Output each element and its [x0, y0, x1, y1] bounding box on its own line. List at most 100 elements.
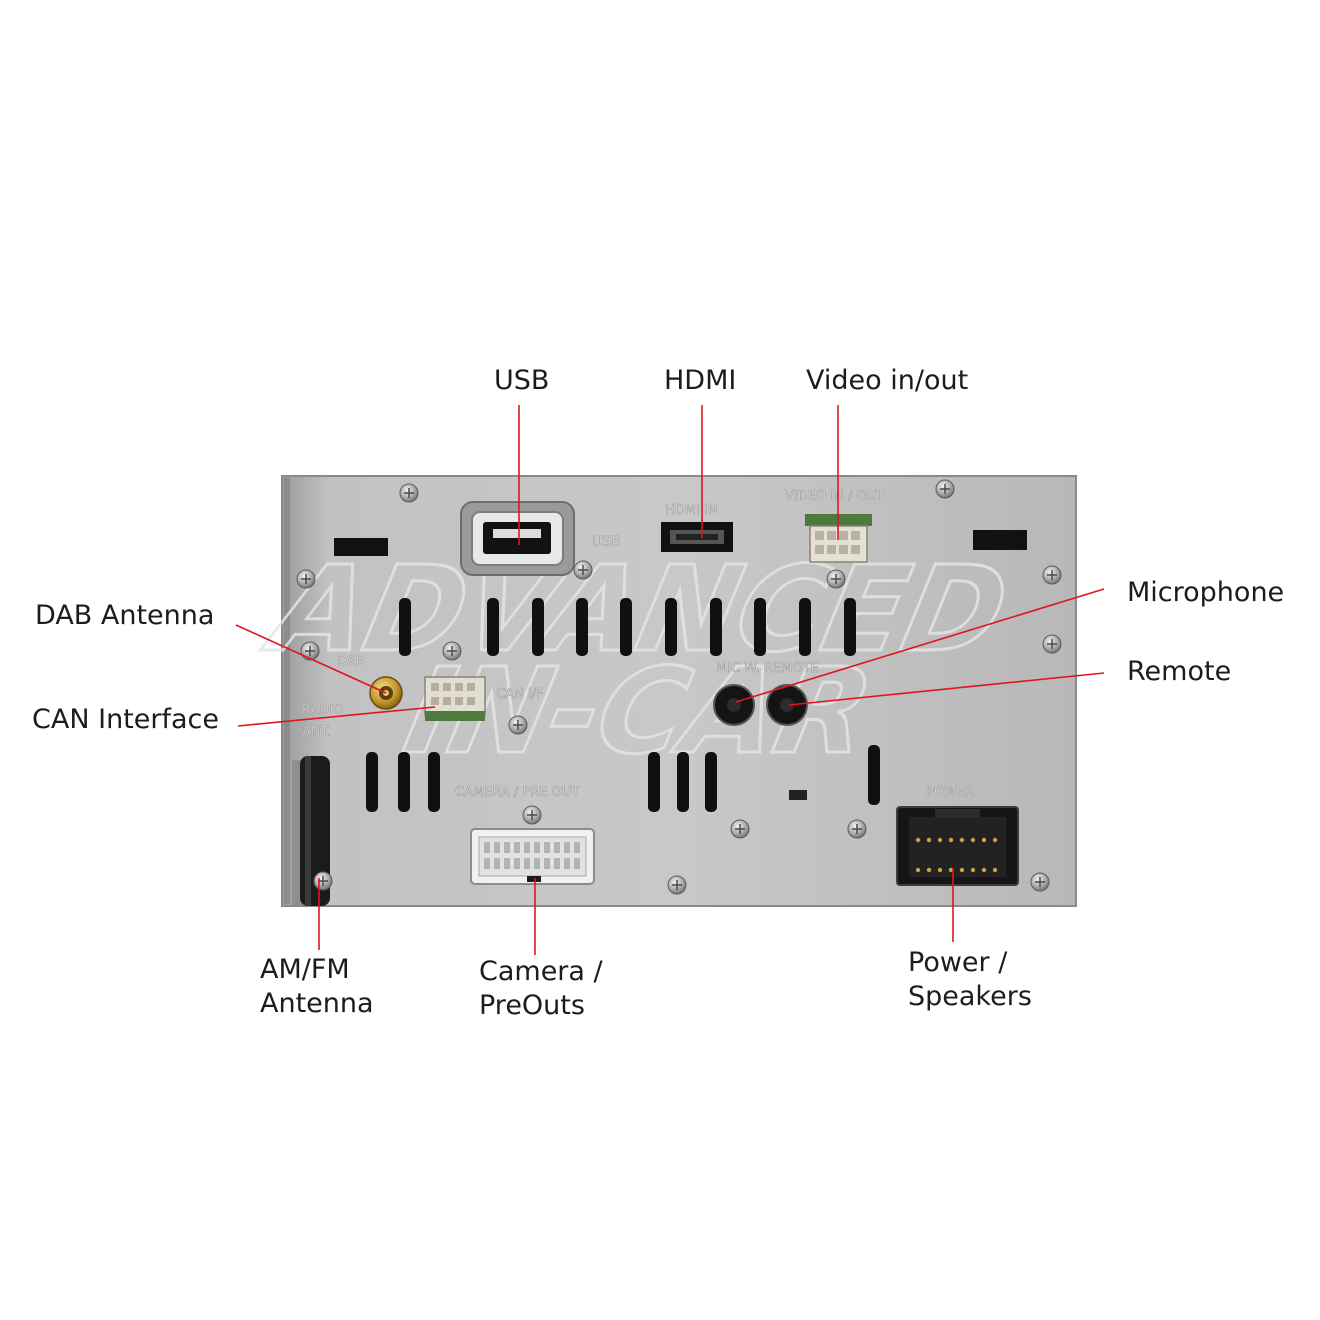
- panel-label-usb: USB: [592, 534, 621, 550]
- connector-pin: [574, 842, 580, 853]
- connector-pin: [992, 867, 998, 873]
- connector-pin: [494, 842, 500, 853]
- connector-pin: [514, 858, 520, 869]
- callout-power-line-2: Speakers: [908, 981, 1032, 1012]
- vent-slot: [366, 752, 378, 812]
- panel-label-power: POWER: [926, 785, 974, 800]
- leader-line-can: [237, 706, 436, 727]
- connector-pin: [484, 842, 490, 853]
- leader-line-remote: [788, 672, 1105, 706]
- callout-power: Power / Speakers: [908, 946, 1032, 1014]
- screw-icon: [730, 819, 750, 839]
- vent-slot: [532, 598, 544, 656]
- callout-usb-text: USB: [494, 365, 550, 396]
- vent-slot: [576, 598, 588, 656]
- connector-pin: [981, 837, 987, 843]
- screw-icon: [313, 871, 333, 891]
- power-speakers-connector: [896, 806, 1019, 886]
- screw-icon: [573, 560, 593, 580]
- camera-preout-connector: [470, 828, 595, 885]
- connector-pin: [970, 867, 976, 873]
- callout-dab: DAB Antenna: [35, 599, 214, 633]
- vent-slots: [366, 598, 880, 812]
- callout-microphone: Microphone: [1127, 576, 1284, 610]
- callout-video-text: Video in/out: [806, 365, 969, 396]
- connector-pin: [484, 858, 490, 869]
- connector-pin: [494, 858, 500, 869]
- vent-slot: [710, 598, 722, 656]
- panel-label-camera-pre-out: CAMERA / PRE OUT: [455, 785, 579, 800]
- vent-slot: [799, 598, 811, 656]
- usb-port: [460, 501, 575, 576]
- callout-video: Video in/out: [806, 364, 968, 398]
- callout-power-line-1: Power /: [908, 947, 1008, 978]
- vent-slot: [868, 745, 880, 805]
- screw-icon: [935, 479, 955, 499]
- screw-icon: [1042, 565, 1062, 585]
- screw-icon: [1042, 634, 1062, 654]
- watermark-line-1: ADVANCED: [254, 541, 1019, 678]
- callout-microphone-text: Microphone: [1127, 577, 1285, 608]
- vent-slot: [754, 598, 766, 656]
- callout-hdmi: HDMI: [664, 364, 736, 398]
- callout-amfm-line-1: AM/FM: [260, 954, 350, 985]
- vent-slot: [844, 598, 856, 656]
- callout-amfm: AM/FM Antenna: [260, 953, 374, 1021]
- connector-pin: [937, 837, 943, 843]
- screw-icon: [296, 569, 316, 589]
- panel-slot-right: [973, 530, 1027, 550]
- connector-pin: [926, 867, 932, 873]
- leader-lines: [235, 405, 1105, 955]
- screws: [296, 479, 1062, 895]
- screw-icon: [847, 819, 867, 839]
- connector-pin: [544, 842, 550, 853]
- callout-usb: USB: [494, 364, 549, 398]
- connector-pin: [970, 837, 976, 843]
- panel-label-radio: RADIO: [302, 703, 343, 718]
- connector-pin: [915, 837, 921, 843]
- connector-pin: [564, 842, 570, 853]
- amfm-antenna-cable: [292, 756, 330, 906]
- panel-label-dab: DAB: [337, 654, 365, 669]
- connector-pin: [514, 842, 520, 853]
- callout-remote-text: Remote: [1127, 656, 1232, 687]
- callout-amfm-line-2: Antenna: [260, 988, 374, 1019]
- callout-dab-text: DAB Antenna: [35, 600, 215, 631]
- callout-camera: Camera / PreOuts: [479, 955, 603, 1023]
- connector-pin: [926, 837, 932, 843]
- vent-slot: [677, 752, 689, 812]
- vent-slot: [665, 598, 677, 656]
- connector-pin: [534, 842, 540, 853]
- panel-label-video-in-out: VIDEO IN / OUT: [785, 489, 884, 504]
- screw-icon: [522, 805, 542, 825]
- connector-pin: [504, 842, 510, 853]
- callout-camera-line-1: Camera /: [479, 956, 603, 987]
- panel-label-ant: ANT.: [302, 725, 331, 740]
- connector-pin: [574, 858, 580, 869]
- screw-icon: [1030, 872, 1050, 892]
- screw-icon: [399, 483, 419, 503]
- connector-pin: [544, 858, 550, 869]
- panel-label-can-if: CAN I/F: [496, 687, 544, 702]
- connector-pin: [554, 858, 560, 869]
- connector-pin: [937, 867, 943, 873]
- panel-label-mic-remote: MIC W. REMOTE: [716, 661, 819, 676]
- connector-pin: [524, 858, 530, 869]
- screw-icon: [667, 875, 687, 895]
- callout-can: CAN Interface: [32, 703, 219, 737]
- connector-pin: [534, 858, 540, 869]
- vent-slot: [705, 752, 717, 812]
- connector-pin: [564, 858, 570, 869]
- vent-slot: [399, 598, 411, 656]
- hdmi-port: [661, 522, 733, 552]
- connector-pin: [524, 842, 530, 853]
- small-switch: [789, 790, 807, 800]
- connector-pin: [504, 858, 510, 869]
- screw-icon: [826, 569, 846, 589]
- callout-camera-line-2: PreOuts: [479, 990, 585, 1021]
- panel-label-hdmi-in: HDMI IN: [665, 503, 718, 518]
- screw-icon: [300, 641, 320, 661]
- connector-pin: [992, 837, 998, 843]
- callout-remote: Remote: [1127, 655, 1231, 689]
